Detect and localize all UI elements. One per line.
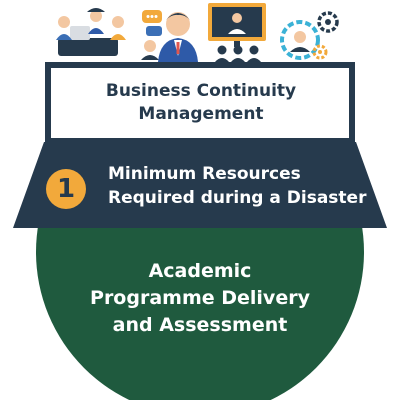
title-line-2: Management bbox=[138, 104, 264, 124]
step-band bbox=[13, 142, 387, 228]
manager-gear-icon bbox=[280, 11, 339, 60]
presentation-screen-icon bbox=[208, 3, 266, 47]
chat-bubbles-icon bbox=[141, 10, 162, 60]
title-box bbox=[51, 68, 349, 138]
step-number-circle bbox=[46, 169, 86, 209]
bottom-line-2: Programme Delivery bbox=[90, 287, 310, 309]
businessman-icon bbox=[158, 12, 198, 62]
meeting-group-icon bbox=[56, 8, 126, 56]
step-label: Minimum Resources Required during a Disa… bbox=[108, 162, 368, 210]
bottom-line-3: and Assessment bbox=[112, 314, 288, 336]
audience-icon bbox=[215, 45, 261, 62]
step-line-1: Minimum Resources bbox=[108, 164, 301, 184]
step-number: 1 bbox=[56, 174, 76, 204]
diagram-title: Business Continuity Management bbox=[60, 76, 342, 130]
bottom-label: Academic Programme Delivery and Assessme… bbox=[60, 258, 340, 339]
step-line-2: Required during a Disaster bbox=[108, 188, 367, 208]
bottom-line-1: Academic bbox=[148, 260, 252, 282]
title-line-1: Business Continuity bbox=[105, 81, 297, 101]
